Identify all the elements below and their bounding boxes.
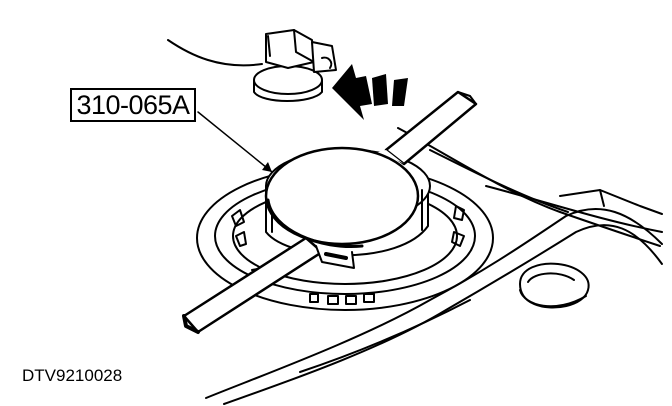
leader-arrowhead-icon <box>262 162 272 172</box>
rotation-arrow-icon <box>332 64 408 120</box>
electrical-connector <box>253 29 337 102</box>
tool-number-callout: 310-065A <box>70 88 196 122</box>
bracket-rails <box>397 127 663 247</box>
callout-leader <box>197 111 273 173</box>
spanner-tool <box>182 90 478 334</box>
front-harness <box>205 207 663 405</box>
harness-wire <box>167 39 263 67</box>
figure-id-label: DTV9210028 <box>22 366 123 385</box>
bolt-head <box>519 262 590 309</box>
tool-number-label: 310-065A <box>76 90 190 120</box>
